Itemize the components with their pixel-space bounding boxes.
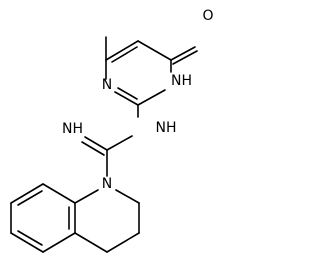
atom-ring-nh: NH [171, 73, 192, 89]
bond-c6-c5 [10, 232, 44, 253]
bond-c8-c7-inner [17, 190, 43, 206]
atom-quinoline-n: N [102, 176, 112, 192]
bond-c4-o-double [172, 50, 198, 65]
bond-n-c2 [115, 189, 140, 204]
bond-amidine-imine-double [81, 141, 105, 156]
bonds [10, 36, 198, 253]
atom-ring-n: N [102, 77, 112, 93]
atom-labels: O NH N NH NH N [62, 8, 214, 192]
bond-ring-c6-c5-inner [111, 46, 138, 63]
chemical-structure: O NH N NH NH N [10, 8, 214, 253]
bond-c4-c4a [74, 232, 108, 253]
bond-c8a-c8 [42, 183, 76, 204]
bond-ring-c2-n1 [114, 91, 139, 106]
bond-amidine-imine [84, 136, 108, 151]
bond-n-c8a [74, 189, 99, 204]
atom-linker-nh: NH [156, 120, 177, 136]
bond-ring-n3-c2 [137, 89, 166, 106]
bond-ring-c6-c5 [105, 40, 139, 61]
atom-oxygen: O [202, 8, 213, 24]
bond-c3-c4 [106, 232, 140, 253]
bond-c4-o [170, 46, 196, 61]
atom-imine-nh: NH [62, 121, 83, 137]
bond-nh-amidine [106, 135, 133, 151]
bond-c5-c4a [42, 232, 76, 253]
bond-ring-c5-c4 [137, 40, 172, 61]
bond-ring-c2-n1-inner [117, 87, 138, 100]
bond-c8-c7 [10, 183, 44, 204]
bond-c6-c5-inner [17, 230, 43, 246]
